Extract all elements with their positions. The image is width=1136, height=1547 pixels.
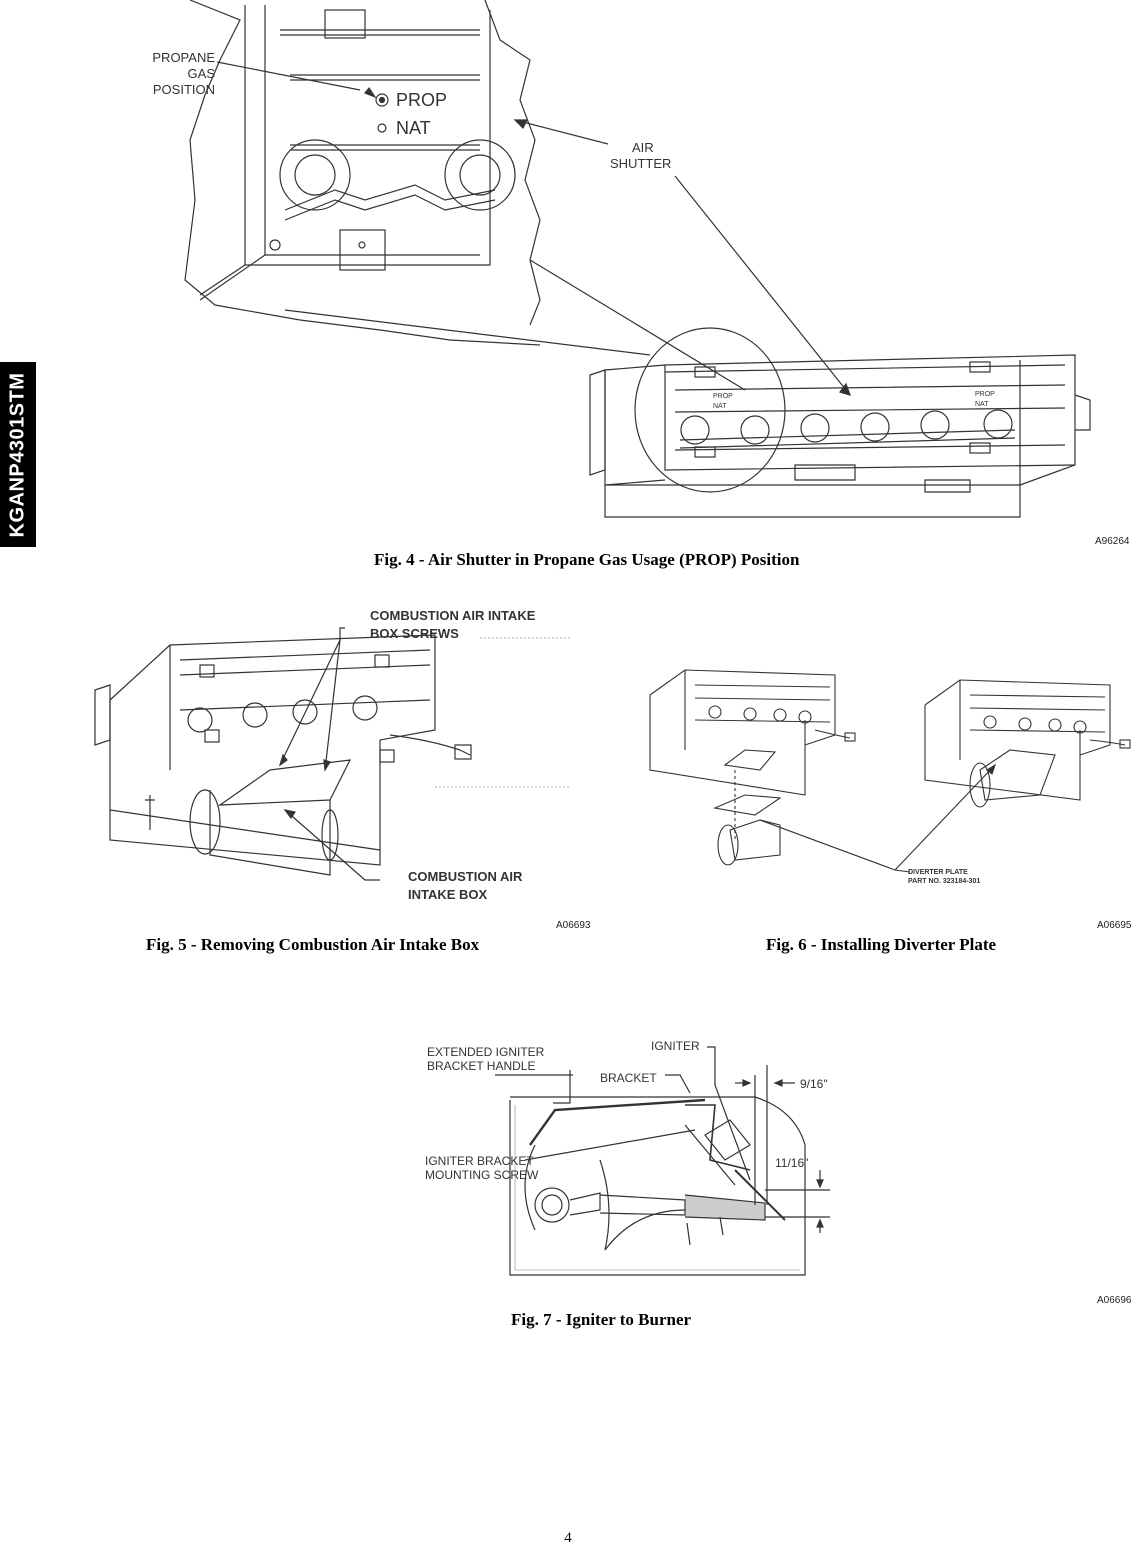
fig6-drawing: DIVERTER PLATE PART NO. 323184-301: [649, 669, 1131, 885]
fig5-box-label-1: COMBUSTION AIR: [408, 869, 523, 884]
fig4-small-nat-2: NAT: [975, 401, 989, 408]
fig5-code: A06693: [556, 920, 591, 931]
fig7-igniter-label: IGNITER: [651, 1039, 700, 1053]
fig7-dim-9-16: 9/16": [800, 1077, 828, 1091]
fig5-caption: Fig. 5 - Removing Combustion Air Intake …: [146, 935, 480, 954]
fig4-air-shutter-label-2: SHUTTER: [610, 156, 671, 171]
fig7-screw-label-1: IGNITER BRACKET: [425, 1154, 534, 1168]
side-tab-text: KGANP4301STM: [6, 372, 29, 537]
fig7-code: A06696: [1097, 1295, 1132, 1306]
fig4-propane-label-2: GAS: [188, 66, 216, 81]
fig5-screws-label-2: BOX SCREWS: [370, 626, 459, 641]
fig4-small-prop-1: PROP: [713, 393, 733, 400]
fig4-small-nat-1: NAT: [713, 403, 727, 410]
fig7-handle-label-2: BRACKET HANDLE: [427, 1059, 535, 1073]
fig4-small-prop-2: PROP: [975, 391, 995, 398]
fig7-screw-label-2: MOUNTING SCREW: [425, 1168, 539, 1182]
fig7-handle-label-1: EXTENDED IGNITER: [427, 1045, 545, 1059]
fig4-propane-label-1: PROPANE: [152, 50, 215, 65]
fig7-drawing: EXTENDED IGNITER BRACKET HANDLE IGNITER …: [425, 1039, 830, 1276]
fig4-drawing: PROPANE GAS POSITION PROP NAT AIR SHUTTE…: [152, 0, 1091, 518]
fig7-caption: Fig. 7 - Igniter to Burner: [511, 1310, 692, 1329]
fig5-drawing: COMBUSTION AIR INTAKE BOX SCREWS COMBUST…: [94, 608, 570, 902]
fig6-caption: Fig. 6 - Installing Diverter Plate: [766, 935, 997, 954]
fig4-air-shutter-label-1: AIR: [632, 140, 654, 155]
fig5-box-label-2: INTAKE BOX: [408, 887, 488, 902]
fig4-caption: Fig. 4 - Air Shutter in Propane Gas Usag…: [374, 550, 800, 569]
fig4-propane-label-3: POSITION: [153, 82, 215, 97]
fig4-prop-mark: PROP: [396, 90, 447, 110]
fig5-screws-label-1: COMBUSTION AIR INTAKE: [370, 608, 536, 623]
fig6-plate-label-1: DIVERTER PLATE: [908, 869, 968, 876]
side-tab: KGANP4301STM: [0, 362, 36, 547]
page-number: 4: [564, 1530, 572, 1546]
fig7-bracket-label: BRACKET: [600, 1071, 657, 1085]
fig4-nat-mark: NAT: [396, 118, 431, 138]
fig7-dim-11-16: 11/16": [775, 1156, 808, 1170]
fig6-plate-label-2: PART NO. 323184-301: [908, 878, 980, 885]
fig4-code: A96264: [1095, 536, 1130, 547]
fig6-code: A06695: [1097, 920, 1132, 931]
